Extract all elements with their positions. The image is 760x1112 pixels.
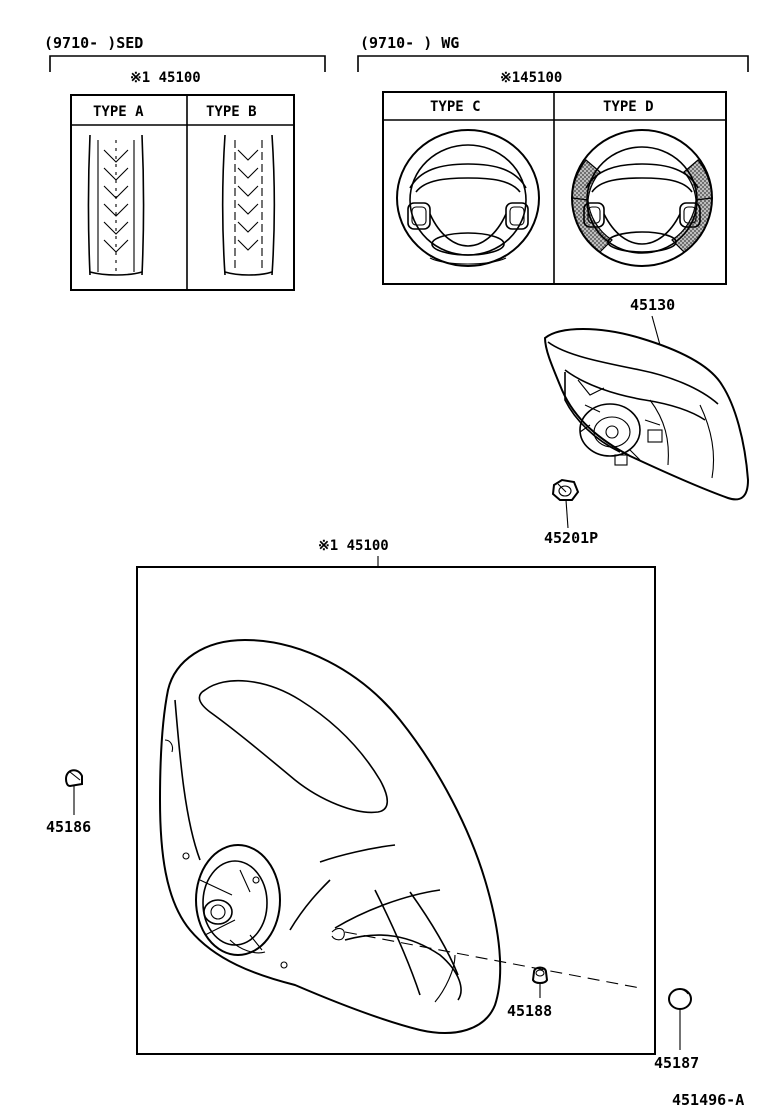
wg-range-label: (9710- ) WG: [360, 34, 459, 52]
screw-part-number: 45188: [507, 1002, 552, 1020]
wg-part-number: ※145100: [500, 70, 562, 86]
sed-range-label: (9710- )SED: [44, 34, 143, 52]
type-a-label: TYPE A: [93, 104, 144, 120]
figure-id: 451496-A: [672, 1091, 744, 1109]
nut-part-number: 45201P: [544, 529, 598, 547]
type-c-wheel-drawing: [396, 129, 540, 267]
wheel-box: [136, 566, 656, 1055]
nut-leader: [565, 499, 569, 529]
right-cap-part-number: 45187: [654, 1054, 699, 1072]
screw-axis-line: [344, 931, 641, 989]
main-wheel-group: ※1 45100 45188: [136, 538, 656, 1055]
screw-drawing: 45188: [507, 966, 552, 1020]
left-cap-part-number: 45186: [46, 818, 91, 836]
wg-group: (9710- ) WG ※145100 TYPE C TYPE D: [357, 34, 749, 285]
sed-part-number: ※1 45100: [130, 70, 201, 86]
type-d-wheel-drawing: [571, 129, 713, 267]
type-c-label: TYPE C: [430, 99, 481, 115]
type-a-grip-drawing: [87, 134, 145, 276]
type-b-label: TYPE B: [206, 104, 257, 120]
sed-bracket: [49, 55, 326, 72]
left-cap-drawing: 45186: [46, 769, 91, 836]
type-d-label: TYPE D: [603, 99, 654, 115]
type-b-grip-drawing: [221, 134, 276, 276]
nut-drawing: 45201P: [544, 478, 598, 547]
right-cap-drawing: 45187: [654, 988, 699, 1072]
pad-leader: [651, 315, 661, 346]
pad-part-number: 45130: [630, 296, 675, 314]
wg-bracket: [357, 55, 749, 72]
horn-pad-drawing: 45130: [543, 296, 750, 501]
sed-type-table: [70, 94, 295, 291]
sed-group: (9710- )SED ※1 45100 TYPE A TYPE B: [44, 34, 326, 291]
wheel-part-number: ※1 45100: [318, 538, 389, 554]
